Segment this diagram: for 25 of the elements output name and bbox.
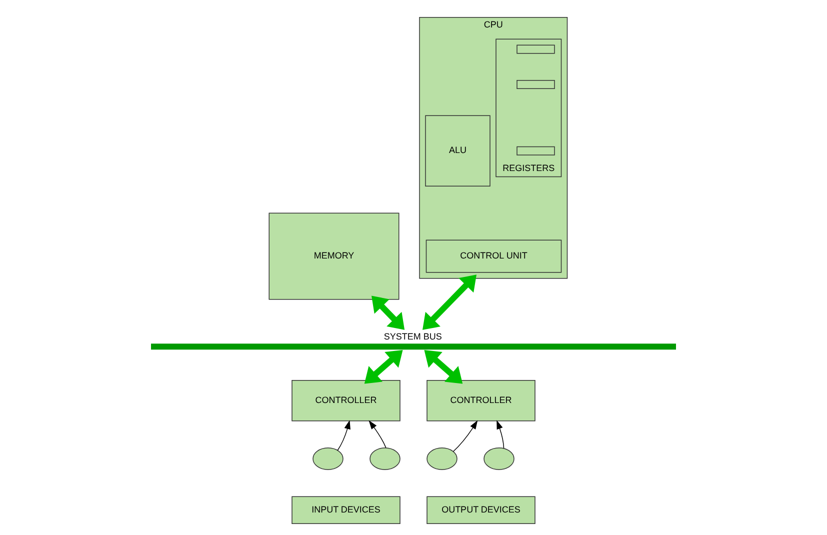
node-label: SYSTEM BUS xyxy=(384,332,442,342)
node-circle xyxy=(312,448,344,470)
node-box: OUTPUT DEVICES xyxy=(426,496,536,524)
node-box: CONTROL UNIT xyxy=(426,240,562,273)
node-box: CONTROLLER xyxy=(426,380,536,422)
node-circle xyxy=(484,448,514,470)
arrow xyxy=(424,350,463,384)
arrow xyxy=(422,274,477,330)
node-box xyxy=(516,146,555,156)
node-box: INPUT DEVICES xyxy=(292,496,400,524)
node-circle xyxy=(426,448,458,470)
node-box xyxy=(516,44,555,54)
arrow xyxy=(372,296,405,330)
node-box: ALU xyxy=(425,115,490,186)
cluster: REGISTERS xyxy=(496,38,562,178)
arrow xyxy=(452,420,478,452)
node-box xyxy=(151,344,676,350)
node-box: CONTROLLER xyxy=(292,380,400,422)
arrow xyxy=(368,420,386,448)
node-circle xyxy=(370,448,400,470)
node-box: MEMORY xyxy=(268,212,400,300)
arrow xyxy=(337,420,350,451)
arrow xyxy=(496,420,504,449)
arrow xyxy=(364,350,403,384)
node-box xyxy=(516,80,555,89)
